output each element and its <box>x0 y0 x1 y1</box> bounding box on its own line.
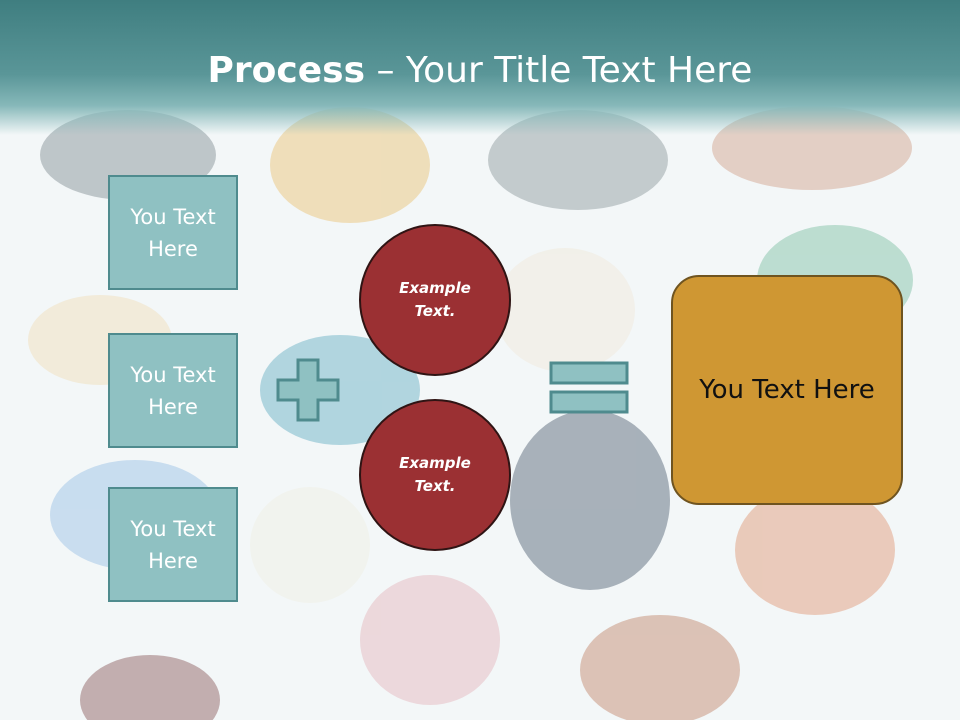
title-bar <box>0 0 960 135</box>
text-box-2-label: You Text Here <box>130 362 216 419</box>
result-box: You Text Here <box>671 275 903 505</box>
slide-title: Process – Your Title Text Here <box>0 50 960 91</box>
equals-icon <box>549 361 629 414</box>
text-box-3: You Text Here <box>108 487 238 602</box>
text-box-3-label: You Text Here <box>130 516 216 573</box>
text-box-1-label: You Text Here <box>130 204 216 261</box>
text-box-1: You Text Here <box>108 175 238 290</box>
plus-icon <box>276 358 340 422</box>
result-box-label: You Text Here <box>699 375 875 405</box>
example-circle-2: Example Text. <box>359 399 511 551</box>
title-regular-part: – Your Title Text Here <box>365 50 753 91</box>
example-circle-2-label: Example Text. <box>399 454 471 495</box>
text-box-2: You Text Here <box>108 333 238 448</box>
example-circle-1: Example Text. <box>359 224 511 376</box>
title-bold-part: Process <box>207 50 366 91</box>
example-circle-1-label: Example Text. <box>399 279 471 320</box>
